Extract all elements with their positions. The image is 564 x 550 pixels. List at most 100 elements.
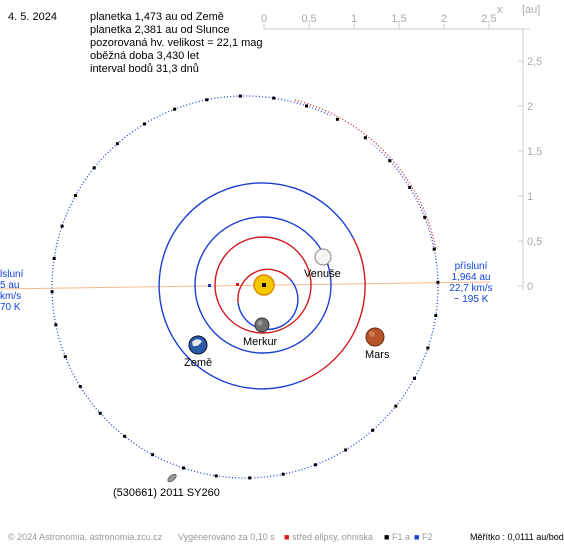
perihelion-temperature: ~ 195 K [453, 294, 489, 305]
asteroid-position-marker [248, 476, 252, 480]
footer-legend-f2: ■ F2 [414, 532, 432, 542]
footer-generated: Vygenerováno za 0,10 s [178, 532, 275, 542]
legend-f1-marker: ■ [384, 532, 390, 542]
axes: 0 0,5 1 1,5 2 2,5 2,5 2 1,5 1 0,5 0 x [au] [261, 4, 542, 293]
orbit-diagram: 0 0,5 1 1,5 2 2,5 2,5 2 1,5 1 0,5 0 x [au] [0, 4, 542, 483]
aphelion-info-left: lsluní 5 au km/s 70 K [0, 269, 23, 313]
legend-center-text: střed elipsy, ohniska [291, 532, 373, 542]
ellipse-center-marker [236, 283, 239, 286]
asteroid-position-marker [173, 107, 177, 111]
asteroid-position-marker [394, 404, 398, 408]
footer-legend-center: ■ střed elipsy, ohniska [284, 532, 373, 542]
asteroid-position-marker [371, 428, 375, 432]
asteroid-position-marker [426, 346, 430, 350]
info-point-interval: interval bodů 31,3 dnů [90, 63, 199, 75]
footer-scale: Měřítko : 0,0111 au/bod [470, 532, 564, 542]
asteroid-orbit-red [294, 99, 437, 251]
asteroid-position-marker [123, 434, 127, 438]
perihelion-distance: 1,964 au [451, 272, 491, 283]
asteroid-position-marker [50, 290, 54, 294]
aphelion-distance: 5 au [0, 280, 20, 291]
mercury-label: Merkur [243, 336, 278, 348]
mars-label: Mars [365, 349, 390, 361]
date-label: 4. 5. 2024 [8, 11, 57, 23]
aphelion-title: lsluní [0, 269, 24, 280]
x-tick-label: 0,5 [301, 13, 316, 25]
x-axis-ticks: 0 0,5 1 1,5 2 2,5 [261, 13, 497, 29]
asteroid-position-marker [272, 96, 276, 100]
venus-label: Venuše [304, 268, 341, 280]
venus-orbit [214, 236, 312, 334]
legend-f1-text: F1 a [391, 532, 410, 542]
perihelion-info-right: přísluní 1,964 au 22,7 km/s ~ 195 K [446, 261, 496, 305]
asteroid-position-marker [74, 194, 77, 198]
asteroid-position-marker [151, 453, 155, 457]
y-tick-label: 2,5 [527, 56, 542, 68]
aphelion-temperature: 70 K [0, 302, 21, 313]
asteroid-position-marker [436, 280, 440, 284]
earth-orbit [194, 216, 332, 354]
asteroid-position-marker [60, 224, 64, 228]
asteroid-position-marker [182, 466, 185, 470]
perihelion-velocity: 22,7 km/s [449, 283, 493, 294]
legend-f2-marker: ■ [414, 532, 420, 542]
asteroid-position-marker [214, 474, 218, 478]
x-tick-label: 1 [351, 13, 357, 25]
mercury-orbit-blue [237, 278, 299, 331]
x-tick-label: 0 [261, 13, 267, 25]
x-axis-label: x [497, 4, 503, 16]
asteroid-position-marker [363, 136, 367, 140]
asteroid-position-marker [54, 323, 58, 327]
mars-orbit-red [301, 238, 366, 382]
footer-copyright: © 2024 Astronomia, astronomia.zcu.cz [8, 532, 163, 542]
asteroid-position-marker [142, 122, 146, 126]
asteroid-position-marker [92, 166, 96, 170]
footer-legend-f1: ■ F1 a [384, 532, 410, 542]
y-tick-label: 1,5 [527, 146, 542, 158]
perihelion-title: přísluní [454, 261, 488, 272]
x-tick-label: 1,5 [391, 13, 406, 25]
asteroid-position-marker [413, 376, 416, 380]
mercury-shade [257, 320, 263, 326]
mars-icon [365, 327, 385, 347]
asteroid-position-marker [388, 159, 392, 163]
mercury-orbit-red [237, 268, 291, 303]
asteroid-position-marker [281, 472, 285, 476]
asteroid-position-marker [335, 117, 339, 121]
x-tick-label: 2,5 [481, 13, 496, 25]
info-sun-distance: planetka 2,381 au od Slunce [90, 24, 230, 36]
info-period: oběžná doba 3,430 let [90, 50, 199, 62]
mars-orbit-blue [158, 182, 355, 390]
asteroid-orbit-mask [329, 114, 435, 227]
asteroid-position-marker [305, 104, 308, 108]
y-tick-label: 0 [527, 281, 533, 293]
info-magnitude: pozorovaná hv. velikost = 22,1 mag [90, 37, 263, 49]
asteroid-info-block: planetka 1,473 au od Země planetka 2,381… [90, 11, 263, 76]
y-tick-label: 0,5 [527, 236, 542, 248]
asteroid-position-marker [63, 355, 67, 359]
aphelion-velocity: km/s [0, 291, 22, 302]
x-tick-label: 2 [441, 13, 447, 25]
mars-shade [369, 331, 375, 337]
asteroid-position-marker [408, 186, 412, 189]
focus-f2-marker [208, 284, 211, 287]
asteroid-position-marker [432, 247, 436, 251]
mercury-icon [254, 317, 270, 333]
axis-unit: [au] [522, 4, 540, 16]
info-earth-distance: planetka 1,473 au od Země [90, 11, 224, 23]
y-tick-label: 2 [527, 101, 533, 113]
asteroid-position-marker [344, 448, 348, 452]
asteroid-position-markers [50, 94, 440, 480]
y-tick-label: 1 [527, 191, 533, 203]
apsis-line [0, 281, 491, 290]
asteroid-orbit-blue [51, 95, 439, 479]
asteroid-icon [167, 473, 177, 483]
asteroid-position-marker [78, 385, 82, 388]
earth-label: Země [184, 357, 213, 369]
earth-cloud [192, 339, 202, 347]
legend-f2-text: F2 [421, 532, 433, 542]
asteroid-position-marker [313, 463, 317, 467]
venus-icon [314, 248, 332, 266]
asteroid-position-marker [115, 142, 119, 146]
asteroid-position-marker [52, 257, 56, 260]
